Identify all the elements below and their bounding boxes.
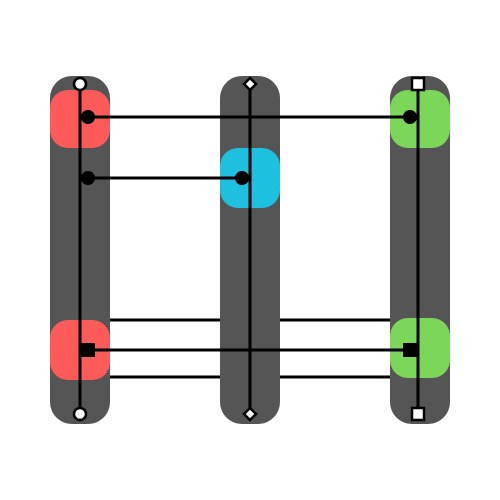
dot-endpoint-top-left bbox=[81, 110, 95, 124]
dot-endpoint-top-right bbox=[403, 110, 417, 124]
square-endpoint-bottom-left bbox=[81, 343, 95, 357]
dot-endpoint-mid-left bbox=[81, 171, 95, 185]
square-endpoint-bottom-right bbox=[403, 343, 417, 357]
diamond-marker-top-middle bbox=[242, 76, 258, 92]
circle-marker-bottom-left bbox=[72, 406, 88, 422]
square-marker-top-right bbox=[410, 76, 426, 92]
diamond-marker-bottom-middle bbox=[242, 406, 258, 422]
highlight-green-bottom bbox=[390, 318, 450, 378]
highlight-green-top bbox=[390, 90, 450, 148]
dot-endpoint-mid-middle bbox=[235, 171, 249, 185]
square-marker-bottom-right bbox=[410, 406, 426, 422]
circle-marker-top-left bbox=[72, 76, 88, 92]
